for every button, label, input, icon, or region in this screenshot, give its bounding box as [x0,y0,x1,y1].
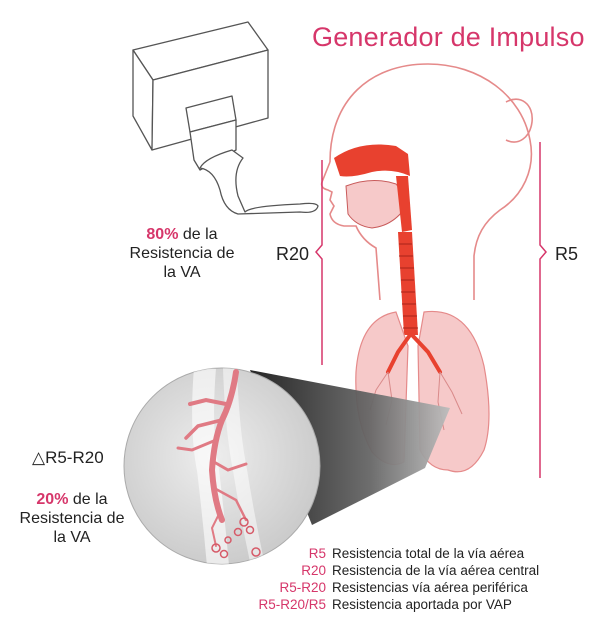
alveoli [211,517,261,559]
legend-desc: Resistencia de la vía aérea central [332,563,540,578]
peripheral-resistance-note: 20% de la Resistencia de la VA [2,490,142,547]
legend-row: R5 Resistencia total de la vía aérea [212,545,595,562]
label-r5: R5 [555,244,579,264]
legend: R5 Resistencia total de la vía aérea R20… [212,545,595,613]
peripheral-airways [176,369,248,547]
peripheral-text-3: la VA [53,529,91,546]
legend-key: R20 [301,563,326,578]
legend-key: R5 [308,546,326,561]
legend-row: R5-R20 Resistencias vía aérea periférica [212,579,595,596]
label-r20: R20 [276,244,310,264]
legend-key: R5-R20/R5 [258,597,326,612]
central-text-2: Resistencia de [129,245,235,262]
head-silhouette [320,63,533,301]
legend-desc: Resistencia aportada por VAP [332,597,512,612]
peripheral-percent: 20% [36,491,69,508]
bracket-r5 [539,142,547,478]
trachea [398,232,418,335]
central-text-3: la VA [163,264,201,281]
central-resistance-note: 80% de la Resistencia de la VA [112,225,252,282]
peripheral-text-2: Resistencia de [19,510,125,527]
label-delta-r5-r20: △R5-R20 [32,448,104,467]
central-percent: 80% [146,226,179,243]
diagram-title: Generador de Impulso [312,22,585,52]
legend-key: R5-R20 [279,580,326,595]
upper-airway [334,144,412,232]
impulse-generator-device [132,21,319,215]
legend-row: R20 Resistencia de la vía aérea central [212,562,595,579]
legend-desc: Resistencias vía aérea periférica [332,580,528,595]
bracket-r20 [315,160,323,365]
central-text-1: de la [178,226,218,243]
peripheral-text-1: de la [68,491,108,508]
legend-desc: Resistencia total de la vía aérea [332,546,525,561]
legend-row: R5-R20/R5 Resistencia aportada por VAP [212,596,595,613]
